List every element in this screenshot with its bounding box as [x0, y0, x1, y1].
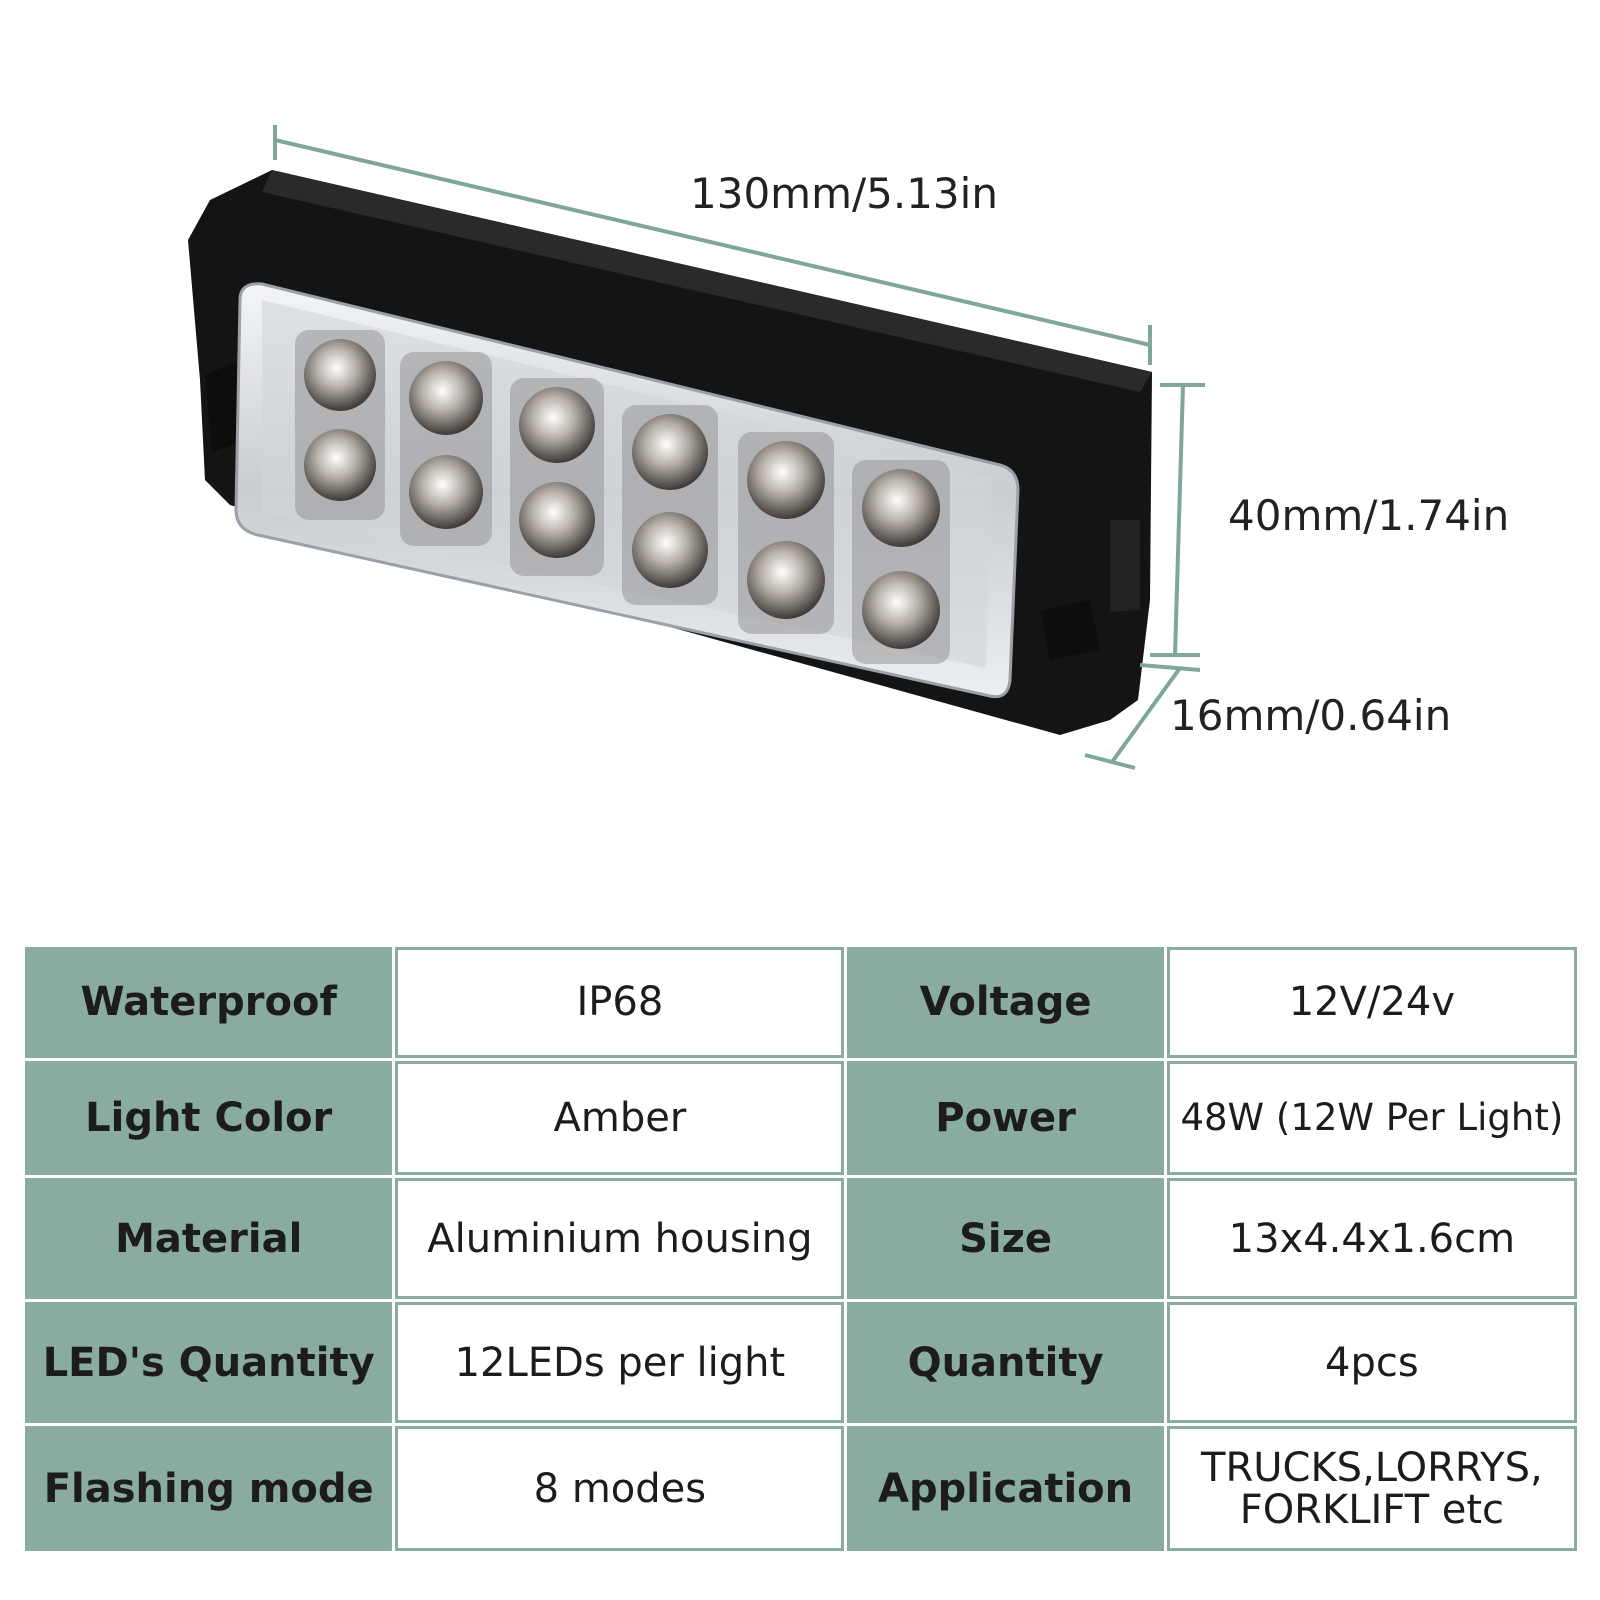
led-module [400, 352, 492, 546]
led-module [510, 378, 604, 576]
led-array [295, 330, 950, 664]
led-module [738, 432, 834, 634]
spec-label: Quantity [847, 1302, 1164, 1423]
spec-value: Amber [395, 1060, 845, 1176]
product-figure: 130mm/5.13in 40mm/1.74in 16mm/0.64in [188, 125, 1509, 770]
spec-value: 13x4.4x1.6cm [1166, 1178, 1577, 1300]
height-dimension [1150, 383, 1205, 657]
spec-row: Light Color Amber Power 48W (12W Per Lig… [25, 1060, 1577, 1176]
spec-label: Size [847, 1178, 1164, 1300]
led-module [852, 460, 950, 664]
spec-row: Material Aluminium housing Size 13x4.4x1… [25, 1178, 1577, 1300]
spec-value: 4pcs [1166, 1302, 1577, 1423]
spec-table: Waterproof IP68 Voltage 12V/24v Light Co… [22, 944, 1580, 1554]
spec-label: LED's Quantity [25, 1302, 393, 1423]
spec-value: 8 modes [395, 1426, 845, 1551]
spec-value: 48W (12W Per Light) [1166, 1060, 1577, 1176]
height-label: 40mm/1.74in [1228, 491, 1509, 540]
spec-value: 12LEDs per light [395, 1302, 845, 1423]
spec-label: Application [847, 1426, 1164, 1551]
led-module [622, 405, 718, 605]
spec-value: IP68 [395, 947, 845, 1058]
spec-value: Aluminium housing [395, 1178, 845, 1300]
spec-label: Voltage [847, 947, 1164, 1058]
length-dimension [273, 125, 1152, 365]
spec-label: Waterproof [25, 947, 393, 1058]
spec-row: LED's Quantity 12LEDs per light Quantity… [25, 1302, 1577, 1423]
spec-label: Light Color [25, 1060, 393, 1176]
spec-row: Flashing mode 8 modes Application TRUCKS… [25, 1426, 1577, 1551]
spec-label: Material [25, 1178, 393, 1300]
depth-label: 16mm/0.64in [1170, 691, 1451, 740]
spec-value: TRUCKS,LORRYS, FORKLIFT etc [1166, 1426, 1577, 1551]
spec-row: Waterproof IP68 Voltage 12V/24v [25, 947, 1577, 1058]
spec-label: Flashing mode [25, 1426, 393, 1551]
spec-label: Power [847, 1060, 1164, 1176]
led-module [295, 330, 385, 520]
depth-dimension [1084, 663, 1201, 770]
spec-value: 12V/24v [1166, 947, 1577, 1058]
length-label: 130mm/5.13in [690, 169, 998, 218]
